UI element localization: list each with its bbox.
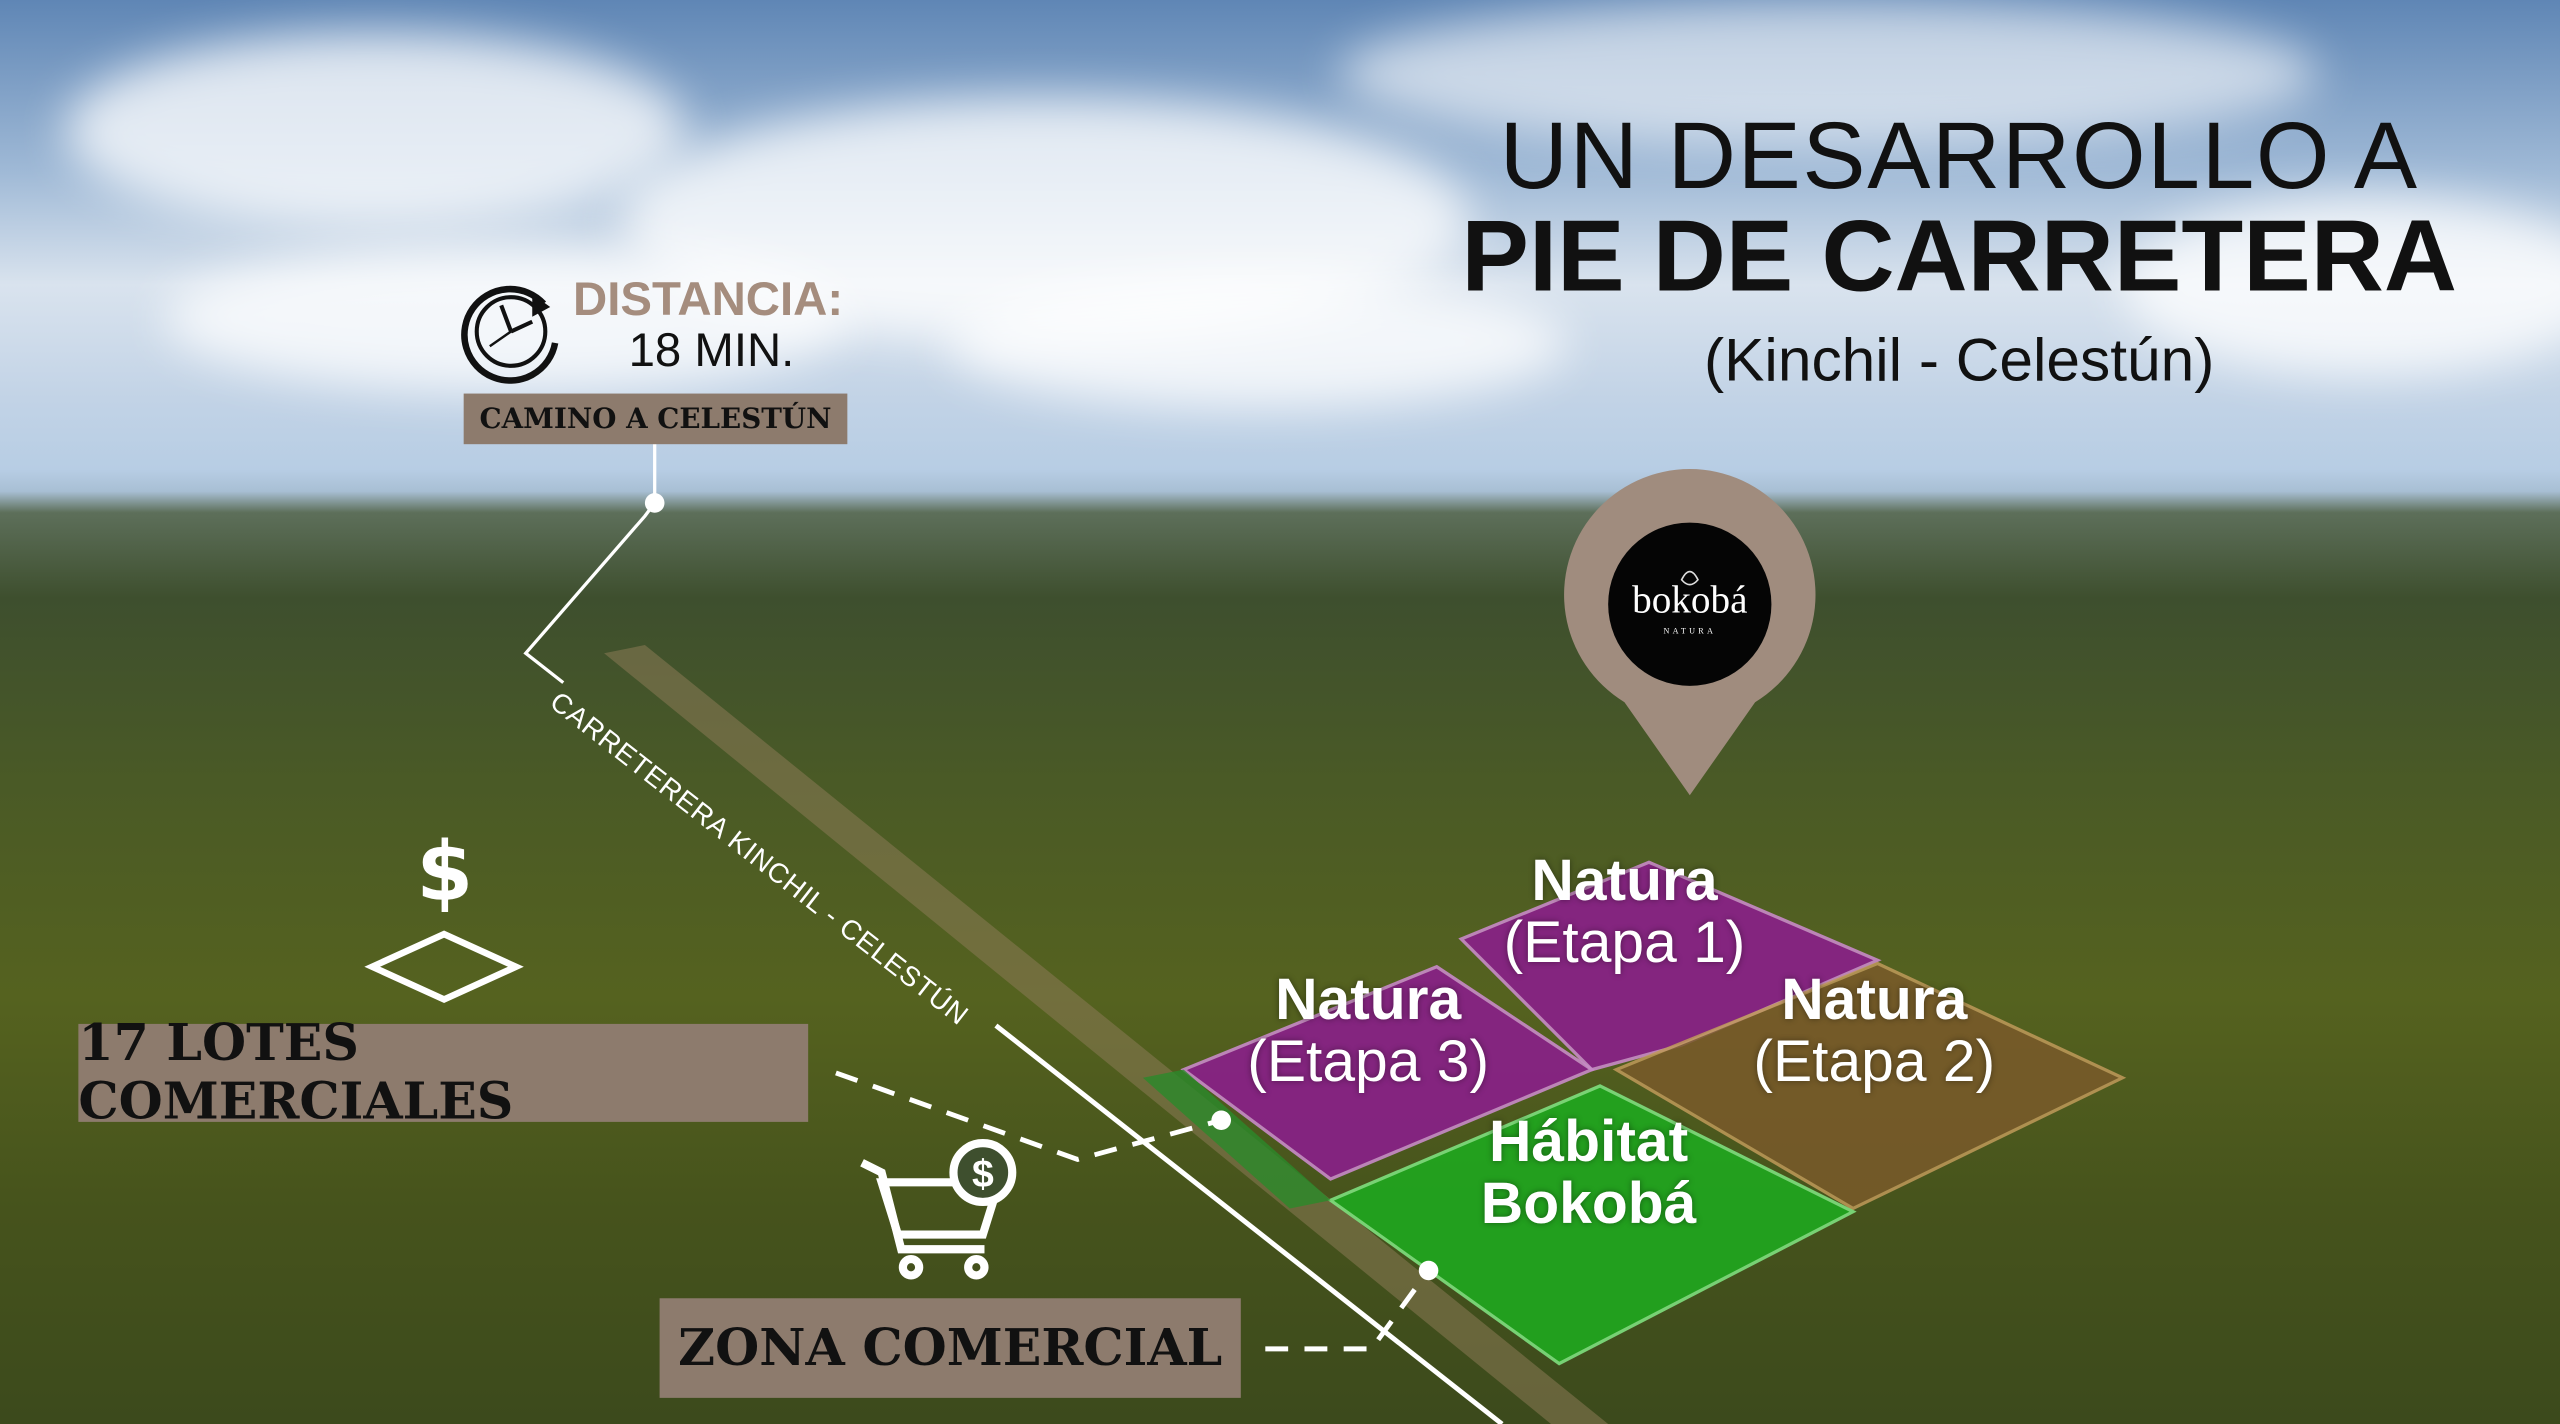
logo-name: bokobá: [1632, 579, 1748, 623]
lot-diamond-icon: [364, 930, 524, 1004]
highway-strip: [604, 645, 1609, 1424]
commercial-zone-box: ZONA COMERCIAL: [659, 1298, 1241, 1398]
plot-title: Natura: [1275, 965, 1462, 1033]
distance-caption-box: CAMINO A CELESTÚN: [463, 393, 848, 445]
cart-dollar-icon: $: [972, 1153, 994, 1196]
plot-etapa-2: [1612, 961, 2127, 1211]
shopping-cart-icon: [860, 1139, 1017, 1280]
distance-caption: CAMINO A CELESTÚN: [479, 402, 832, 436]
road-line: [994, 1023, 1504, 1424]
plot-subtitle: (Etapa 2): [1753, 1027, 1996, 1095]
plot-label-etapa-3: Natura(Etapa 3): [1205, 968, 1532, 1092]
commercial-lots-label: 17 LOTES COMERCIALES: [78, 1014, 514, 1132]
distance-leader: [523, 444, 657, 684]
plot-title: Hábitat: [1488, 1107, 1689, 1175]
clock-icon: [461, 285, 559, 384]
location-pin: [1564, 469, 1816, 796]
headline-line1: UN DESARROLLO A: [1499, 102, 2419, 210]
plot-strip: [1142, 1069, 1331, 1209]
distance-label: DISTANCIA:: [573, 274, 844, 327]
plot-subtitle: (Etapa 3): [1247, 1027, 1490, 1095]
commercial-zone-label: ZONA COMERCIAL: [678, 1318, 1223, 1378]
plot-title: Natura: [1781, 965, 1968, 1033]
plot-habitat: [1327, 1084, 1857, 1366]
logo-subtitle: NATURA: [1663, 628, 1717, 637]
plot-etapa-3: [1180, 964, 1596, 1181]
lots-leader: [835, 1070, 1222, 1163]
plot-subtitle: Bokobá: [1480, 1169, 1697, 1237]
zone-dot: [1418, 1260, 1439, 1281]
plot-title: Natura: [1531, 845, 1718, 913]
distance-dot: [644, 493, 665, 513]
lots-dot: [1211, 1110, 1232, 1131]
distance-value: 18 MIN.: [628, 324, 795, 378]
headline-line3: (Kinchil - Celestún): [1704, 326, 2215, 394]
dollar-icon: $: [416, 824, 474, 920]
commercial-lots-box: 17 LOTES COMERCIALES: [78, 1014, 809, 1132]
zone-leader: [1265, 1269, 1431, 1352]
plot-label-etapa-2: Natura(Etapa 2): [1711, 968, 2038, 1092]
plot-subtitle: (Etapa 1): [1503, 907, 1746, 975]
headline-line2: PIE DE CARRETERA: [1461, 200, 2457, 314]
plot-label-etapa-1: Natura(Etapa 1): [1461, 845, 1788, 975]
